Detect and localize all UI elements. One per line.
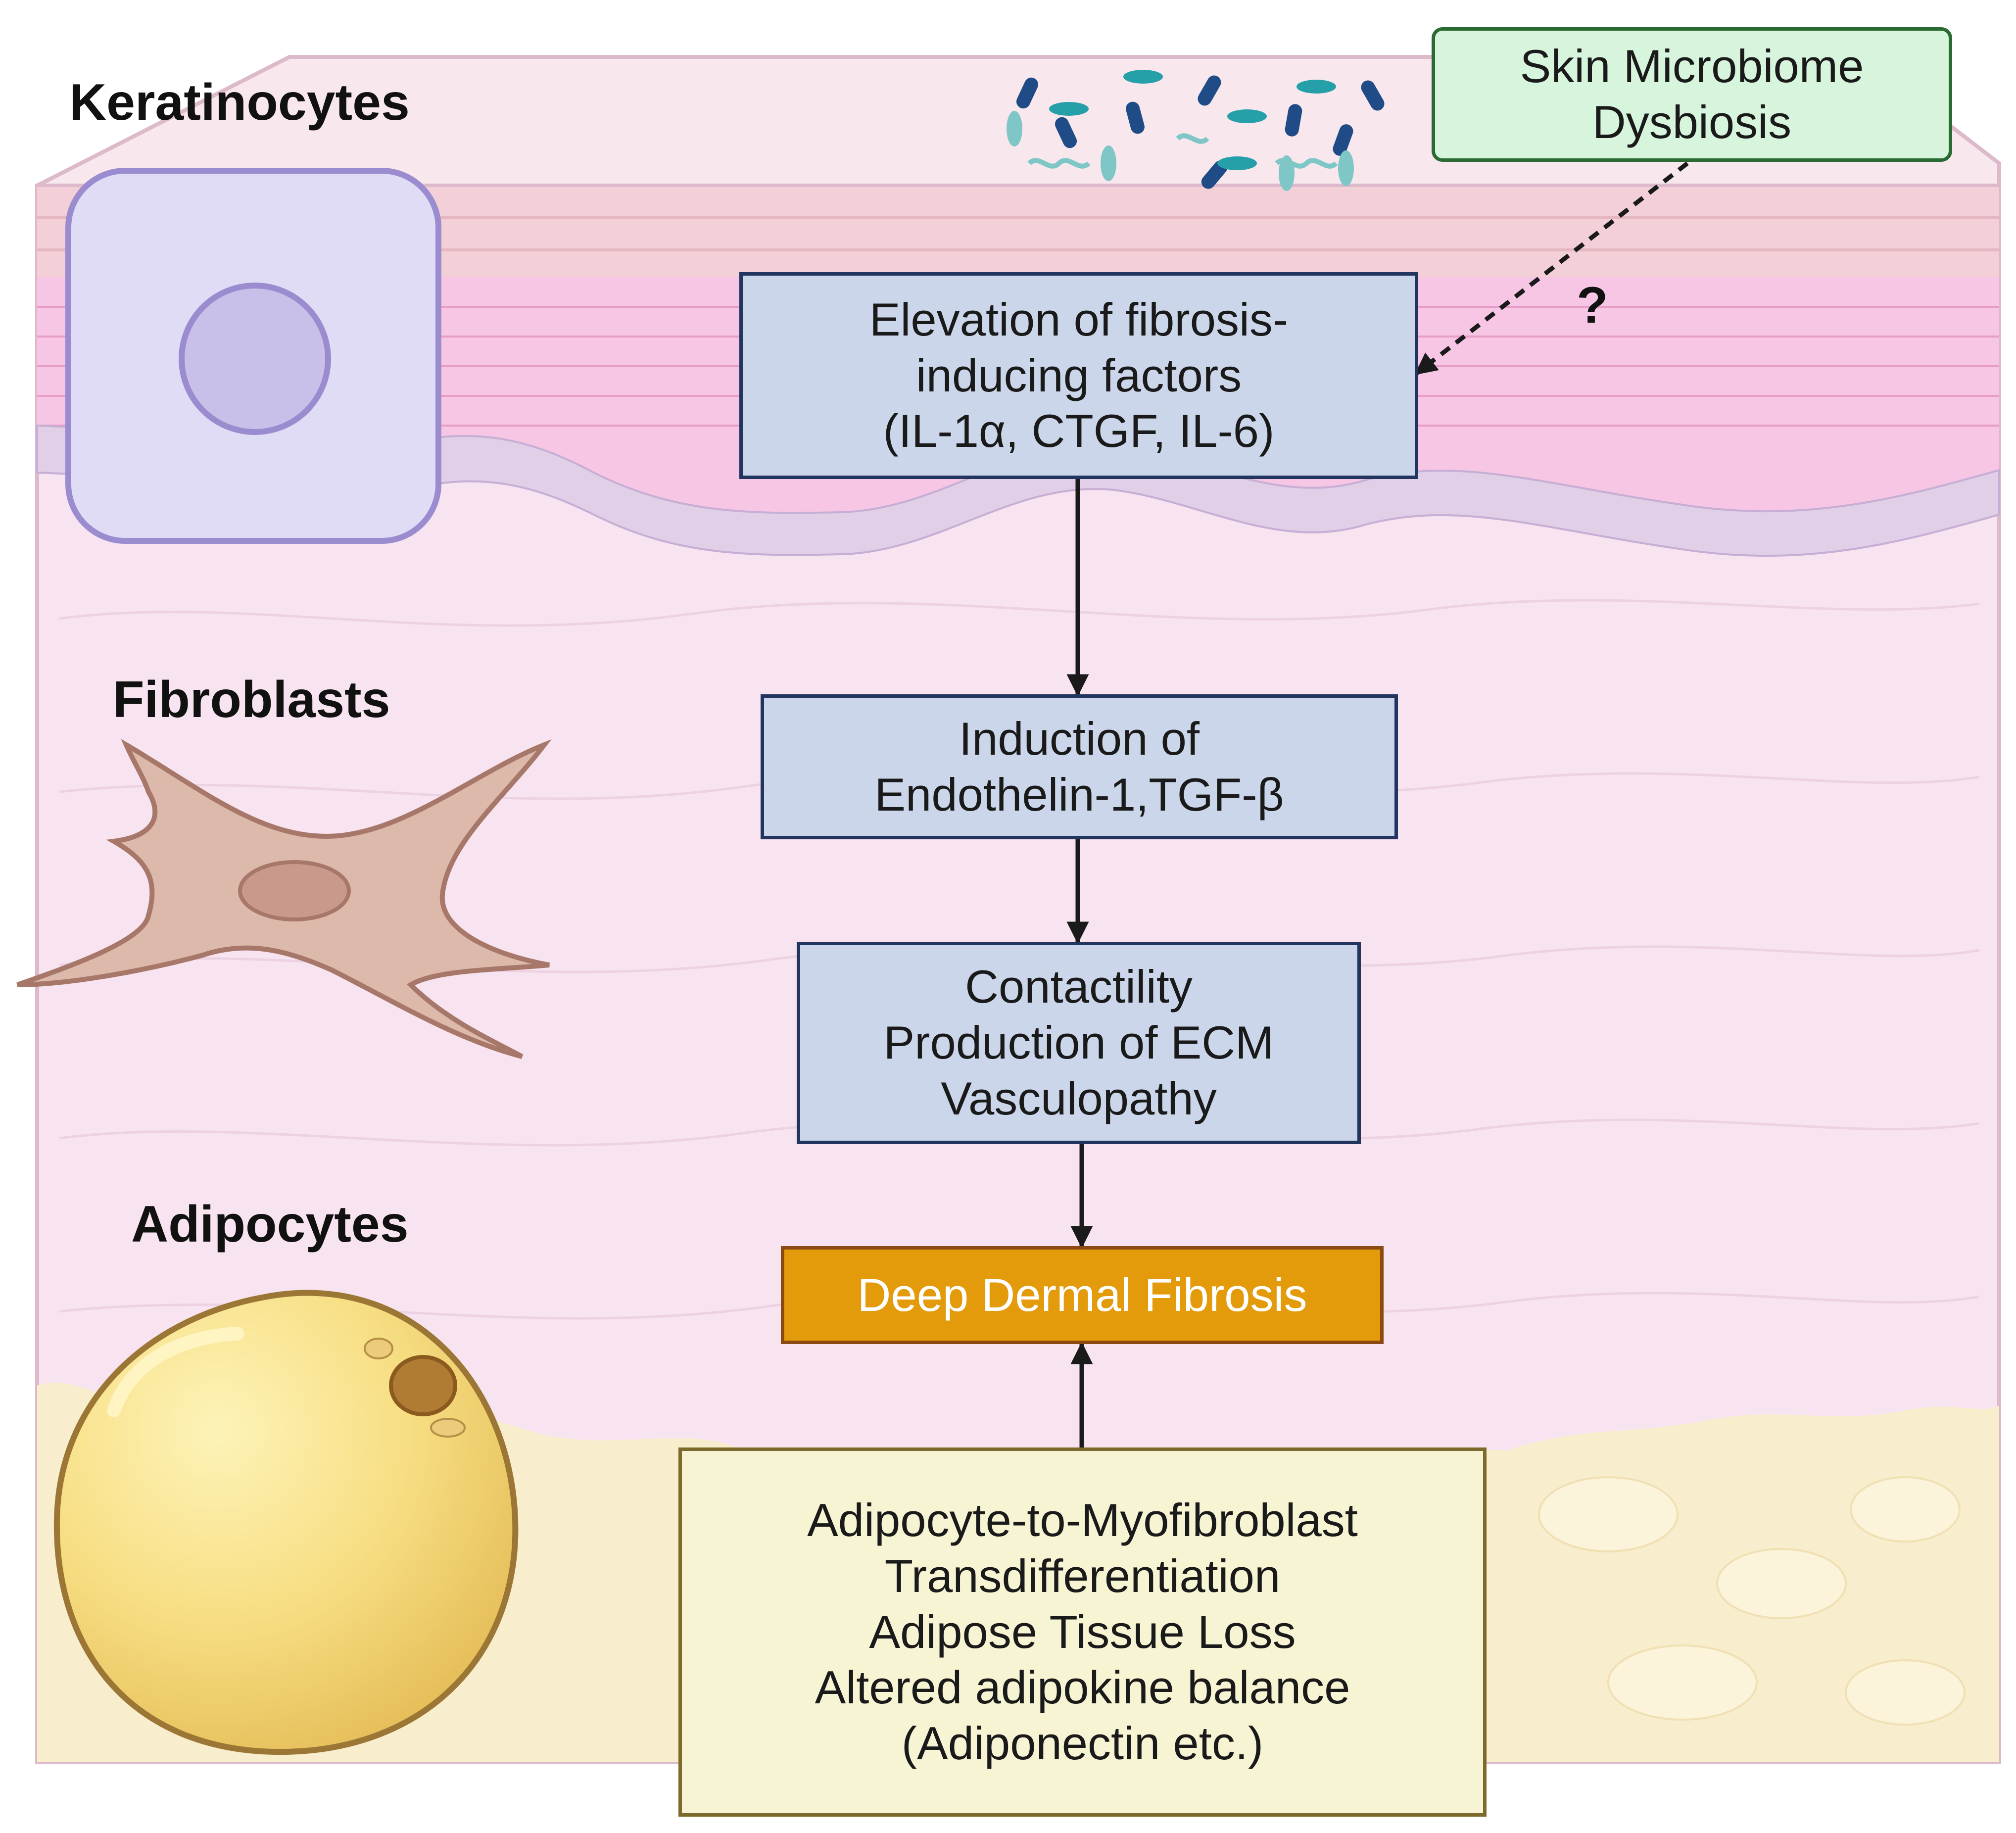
elevation-line-1: Elevation of fibrosis-	[869, 293, 1289, 345]
microbiome-line-1: Skin Microbiome	[1520, 40, 1864, 93]
keratinocyte-cell-icon	[65, 168, 441, 544]
fibrosis-factors-box: Elevation of fibrosis- inducing factors …	[739, 272, 1418, 479]
microbiome-line-2: Dysbiosis	[1592, 96, 1792, 148]
adipocyte-line-2: Transdifferentiation	[884, 1549, 1281, 1602]
bacteria-cluster-icon	[1007, 70, 1385, 191]
uncertain-link-marker: ?	[1577, 277, 1608, 334]
fibrosis-line-1: Deep Dermal Fibrosis	[857, 1268, 1307, 1321]
contractility-line-1: Contactility	[965, 961, 1193, 1013]
induction-line-2: Endothelin-1,TGF-β	[874, 768, 1284, 820]
contractility-box: Contactility Production of ECM Vasculopa…	[797, 942, 1361, 1144]
induction-box: Induction of Endothelin-1,TGF-β	[761, 694, 1398, 839]
adipocyte-cell-icon	[53, 1290, 519, 1755]
flow-arrows	[1066, 161, 1689, 1447]
fibroblasts-label: Fibroblasts	[113, 671, 390, 728]
elevation-line-3: (IL-1α, CTGF, IL-6)	[883, 405, 1275, 457]
fibroblast-cell-icon	[16, 738, 552, 1059]
adipocyte-line-5: (Adiponectin etc.)	[901, 1717, 1264, 1770]
deep-dermal-fibrosis-box: Deep Dermal Fibrosis	[781, 1246, 1384, 1344]
adipocyte-line-3: Adipose Tissue Loss	[869, 1605, 1296, 1658]
adipocyte-line-4: Altered adipokine balance	[815, 1661, 1350, 1714]
contractility-line-2: Production of ECM	[883, 1016, 1274, 1069]
adipocyte-line-1: Adipocyte-to-Myofibroblast	[807, 1494, 1358, 1546]
elevation-line-2: inducing factors	[915, 349, 1242, 401]
adipocyte-changes-box: Adipocyte-to-Myofibroblast Transdifferen…	[678, 1447, 1487, 1817]
keratinocytes-label: Keratinocytes	[69, 74, 410, 131]
contractility-line-3: Vasculopathy	[941, 1072, 1217, 1124]
basal-layer	[36, 424, 2000, 557]
adipocytes-label: Adipocytes	[131, 1196, 409, 1253]
microbiome-dysbiosis-box: Skin Microbiome Dysbiosis	[1432, 27, 1952, 162]
arrow-microbiome-to-elevation	[1414, 161, 1689, 376]
induction-line-1: Induction of	[959, 712, 1200, 765]
